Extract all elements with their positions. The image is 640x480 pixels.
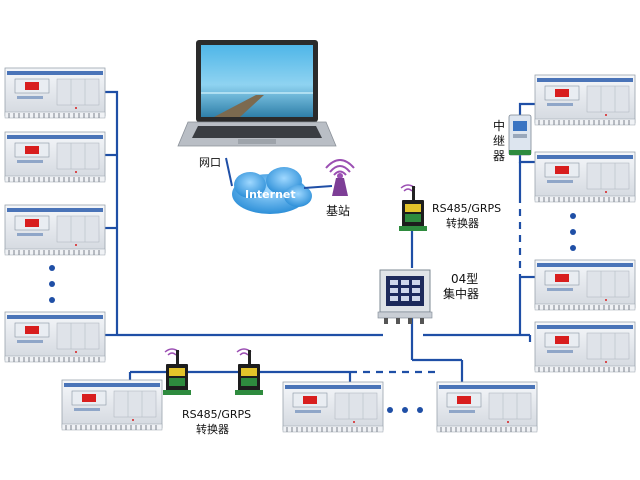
meter-left-3 xyxy=(4,204,106,256)
meter-bottom-2 xyxy=(282,381,384,433)
meter-left-2 xyxy=(4,131,106,183)
network-port-label: 网口 xyxy=(199,156,221,169)
meter-right-4 xyxy=(534,321,636,373)
internet-cloud-icon xyxy=(232,167,312,214)
concentrator-label-line2: 集中器 xyxy=(443,286,479,301)
converter-top-icon xyxy=(398,184,428,232)
cloud-basestation-link xyxy=(303,185,333,189)
converter-bottom-label-line1: RS485/GRPS xyxy=(182,408,251,421)
ellipsis-dots-left xyxy=(49,265,55,303)
repeater-icon xyxy=(508,114,532,156)
repeater-label-char3: 器 xyxy=(493,149,505,163)
converter-bottom-1-icon xyxy=(162,348,192,396)
ellipsis-dots-right xyxy=(570,213,576,251)
concentrator-icon xyxy=(377,269,433,324)
concentrator-label-line1: 04型 xyxy=(451,272,478,286)
meter-right-2 xyxy=(534,151,636,203)
repeater-label-char1: 中 xyxy=(493,118,505,133)
meter-right-3 xyxy=(534,259,636,311)
base-station-label: 基站 xyxy=(326,204,350,218)
converter-top-label-line1: RS485/GRPS xyxy=(432,202,501,215)
base-station-icon xyxy=(325,159,355,196)
meter-left-4 xyxy=(4,311,106,363)
meter-bottom-3 xyxy=(436,381,538,433)
converter-bottom-2-icon xyxy=(234,348,264,396)
converter-top-label-line2: 转换器 xyxy=(446,216,479,230)
meter-bottom-1 xyxy=(61,379,163,431)
repeater-label-char2: 继 xyxy=(493,134,505,148)
converter-bottom-label-line2: 转换器 xyxy=(196,422,229,436)
ellipsis-dots-bottom xyxy=(387,407,423,413)
meter-left-1 xyxy=(4,67,106,119)
meter-right-1 xyxy=(534,74,636,126)
laptop-cloud-link xyxy=(225,157,233,187)
bus-wiring-dashed xyxy=(350,196,522,374)
laptop-icon xyxy=(177,40,337,147)
internet-label: Internet xyxy=(245,188,296,201)
